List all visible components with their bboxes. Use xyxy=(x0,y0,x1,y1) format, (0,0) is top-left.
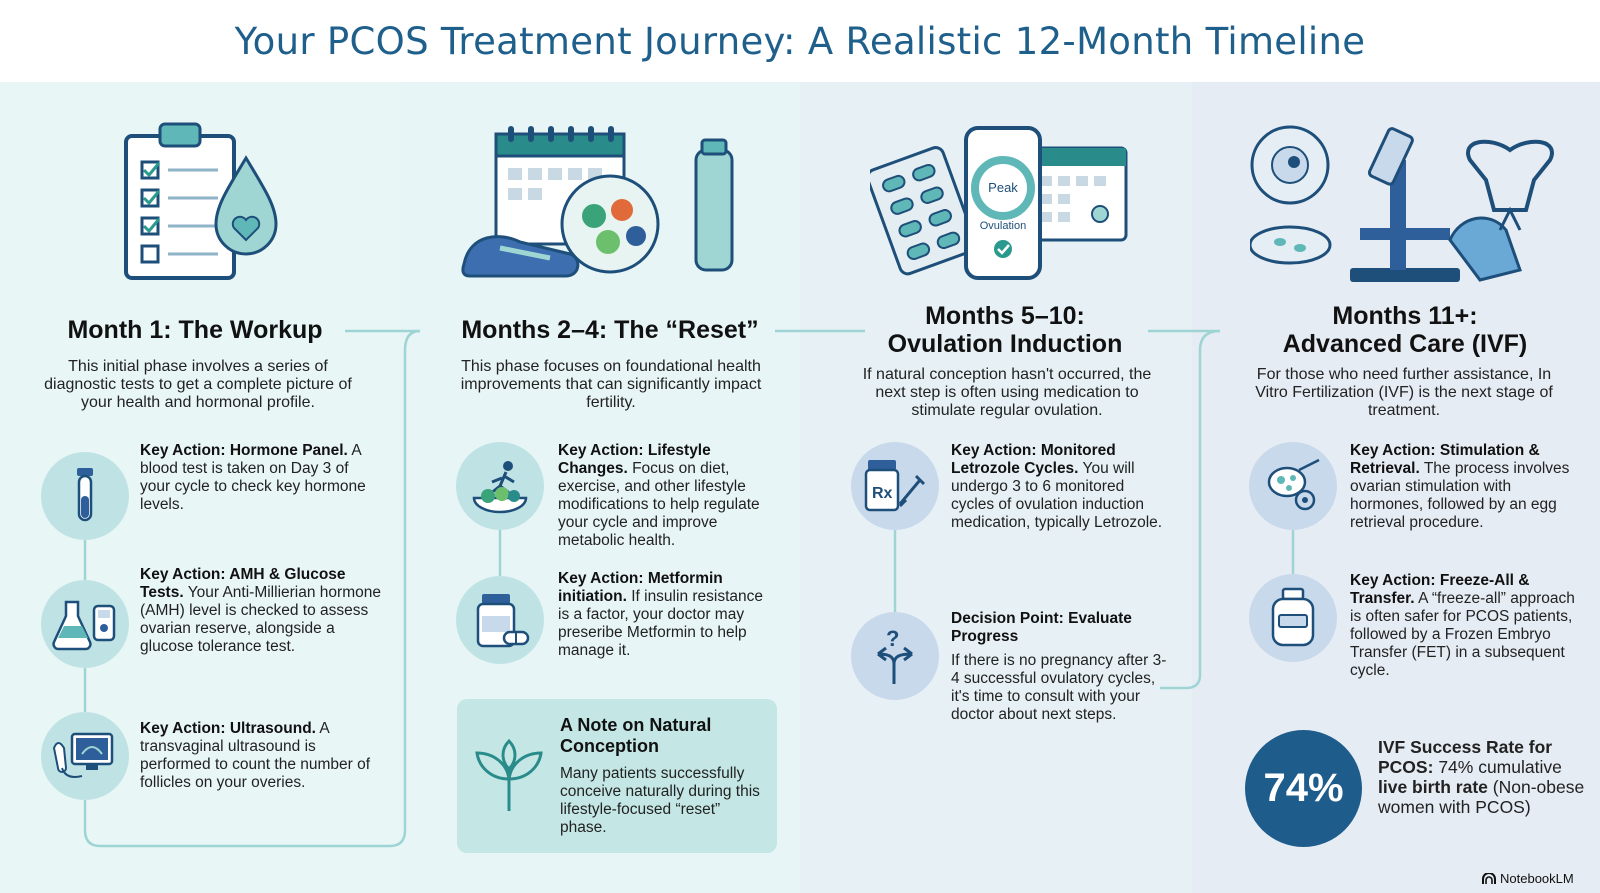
natural-conception-note: A Note on Natural Conception Many patien… xyxy=(457,699,777,853)
stage-1-action-3: Key Action: Ultrasound. A transvaginal u… xyxy=(140,720,380,792)
stage-1-intro: This initial phase involves a series of … xyxy=(44,358,352,411)
prescription-icon: Rx xyxy=(851,442,939,530)
action-text: If there is no pregnancy after 3-4 succe… xyxy=(951,652,1167,723)
stage-1-title: Month 1: The Workup xyxy=(67,316,323,344)
svg-text:Rx: Rx xyxy=(872,485,893,502)
lifestyle-icon xyxy=(456,442,544,530)
pill-bottle-icon xyxy=(456,576,544,664)
note-text: Many patients successfully conceive natu… xyxy=(560,765,760,836)
notebooklm-icon xyxy=(1482,872,1496,884)
test-tube-icon xyxy=(41,452,129,540)
stage-2-action-1: Key Action: Lifestyle Changes. Focus on … xyxy=(558,442,778,550)
ultrasound-icon xyxy=(41,712,129,800)
action-label: Key Action: Stimulation & Retrieval. xyxy=(1350,442,1540,477)
action-label: Key Action: Monitored Letrozole Cycles. xyxy=(951,442,1116,477)
flask-glucometer-icon xyxy=(41,580,129,668)
brand-label: NotebookLM xyxy=(1500,871,1574,886)
header: Your PCOS Treatment Journey: A Realistic… xyxy=(0,0,1600,82)
action-text: The process involves ovarian stimulation… xyxy=(1350,460,1570,531)
action-label: Key Action: Lifestyle Changes. xyxy=(558,442,711,477)
svg-text:?: ? xyxy=(886,626,899,651)
stat-bold: live birth rate xyxy=(1378,777,1488,797)
leaf-icon xyxy=(475,739,543,811)
stage-4-action-2: Key Action: Freeze-All & Transfer. A “fr… xyxy=(1350,572,1575,680)
action-label: Key Action: Ultrasound. xyxy=(140,720,316,737)
action-label: Key Action: AMH & Glucose Tests. xyxy=(140,566,346,601)
cryo-tank-icon xyxy=(1249,574,1337,662)
stage-4-title-line-2: Advanced Care (IVF) xyxy=(1282,330,1528,358)
stat-label: IVF Success Rate for PCOS: xyxy=(1378,737,1553,777)
stage-3-title-line-2: Ovulation Induction xyxy=(887,330,1123,358)
action-text: A “freeze-all” approach is often safer f… xyxy=(1350,590,1575,679)
action-text: A blood test is taken on Day 3 of your c… xyxy=(140,442,366,513)
stage-2-title: Months 2–4: The “Reset” xyxy=(461,316,759,344)
success-rate-text: IVF Success Rate for PCOS: 74% cumulativ… xyxy=(1378,737,1588,817)
ovulation-tracking-icon xyxy=(870,126,1128,280)
action-text: Focus on diet, exercise, and other lifes… xyxy=(558,460,760,549)
stage-3-title-line-1: Months 5–10: xyxy=(925,302,1085,330)
calendar-food-icon xyxy=(461,126,734,278)
egg-retrieval-icon xyxy=(1249,442,1337,530)
stage-1-action-1: Key Action: Hormone Panel. A blood test … xyxy=(140,442,375,514)
brand: NotebookLM xyxy=(1482,871,1574,886)
action-label: Key Action: Hormone Panel. xyxy=(140,442,348,459)
stage-4-intro: For those who need further assistance, I… xyxy=(1255,366,1553,419)
stage-3-title: Months 5–10: Ovulation Induction xyxy=(855,302,1155,358)
stage-1-action-2: Key Action: AMH & Glucose Tests. Your An… xyxy=(140,566,385,656)
action-label: Decision Point: Evaluate Progress xyxy=(951,610,1132,645)
page-title: Your PCOS Treatment Journey: A Realistic… xyxy=(234,19,1366,63)
app-peak-label: Peak xyxy=(988,180,1018,195)
action-text: If insulin resistance is a factor, your … xyxy=(558,588,764,659)
stage-3-action-1: Key Action: Monitored Letrozole Cycles. … xyxy=(951,442,1166,532)
action-text: You will undergo 3 to 6 monitored cycles… xyxy=(951,460,1163,531)
stage-2-action-2: Key Action: Metformin initiation. If ins… xyxy=(558,570,778,660)
stage-4-title-line-1: Months 11+: xyxy=(1332,302,1478,330)
stage-3-action-2: Decision Point: Evaluate Progress If the… xyxy=(951,610,1171,724)
action-label: Key Action: Freeze-All & Transfer. xyxy=(1350,572,1530,607)
stage-2-intro: This phase focuses on foundational healt… xyxy=(460,358,762,411)
stage-4-title: Months 11+: Advanced Care (IVF) xyxy=(1245,302,1565,358)
note-title: A Note on Natural Conception xyxy=(560,715,712,756)
decision-arrows-icon: ? xyxy=(851,612,939,700)
stage-4-action-1: Key Action: Stimulation & Retrieval. The… xyxy=(1350,442,1570,532)
action-text: A transvaginal ultrasound is performed t… xyxy=(140,720,371,791)
action-text: Your Anti-Millierian hormone (AMH) level… xyxy=(140,584,381,655)
success-rate-badge: 74% xyxy=(1245,730,1362,847)
ivf-lab-icon xyxy=(1250,125,1554,282)
clipboard-icon xyxy=(124,122,278,280)
stage-3-intro: If natural conception hasn't occurred, t… xyxy=(862,366,1152,419)
stat-tail: (Non-obese women with PCOS) xyxy=(1378,777,1585,817)
stat-mid: 74% cumulative xyxy=(1438,757,1562,777)
action-label: Key Action: Metformin initiation. xyxy=(558,570,723,605)
app-ovulation-label: Ovulation xyxy=(979,220,1027,232)
